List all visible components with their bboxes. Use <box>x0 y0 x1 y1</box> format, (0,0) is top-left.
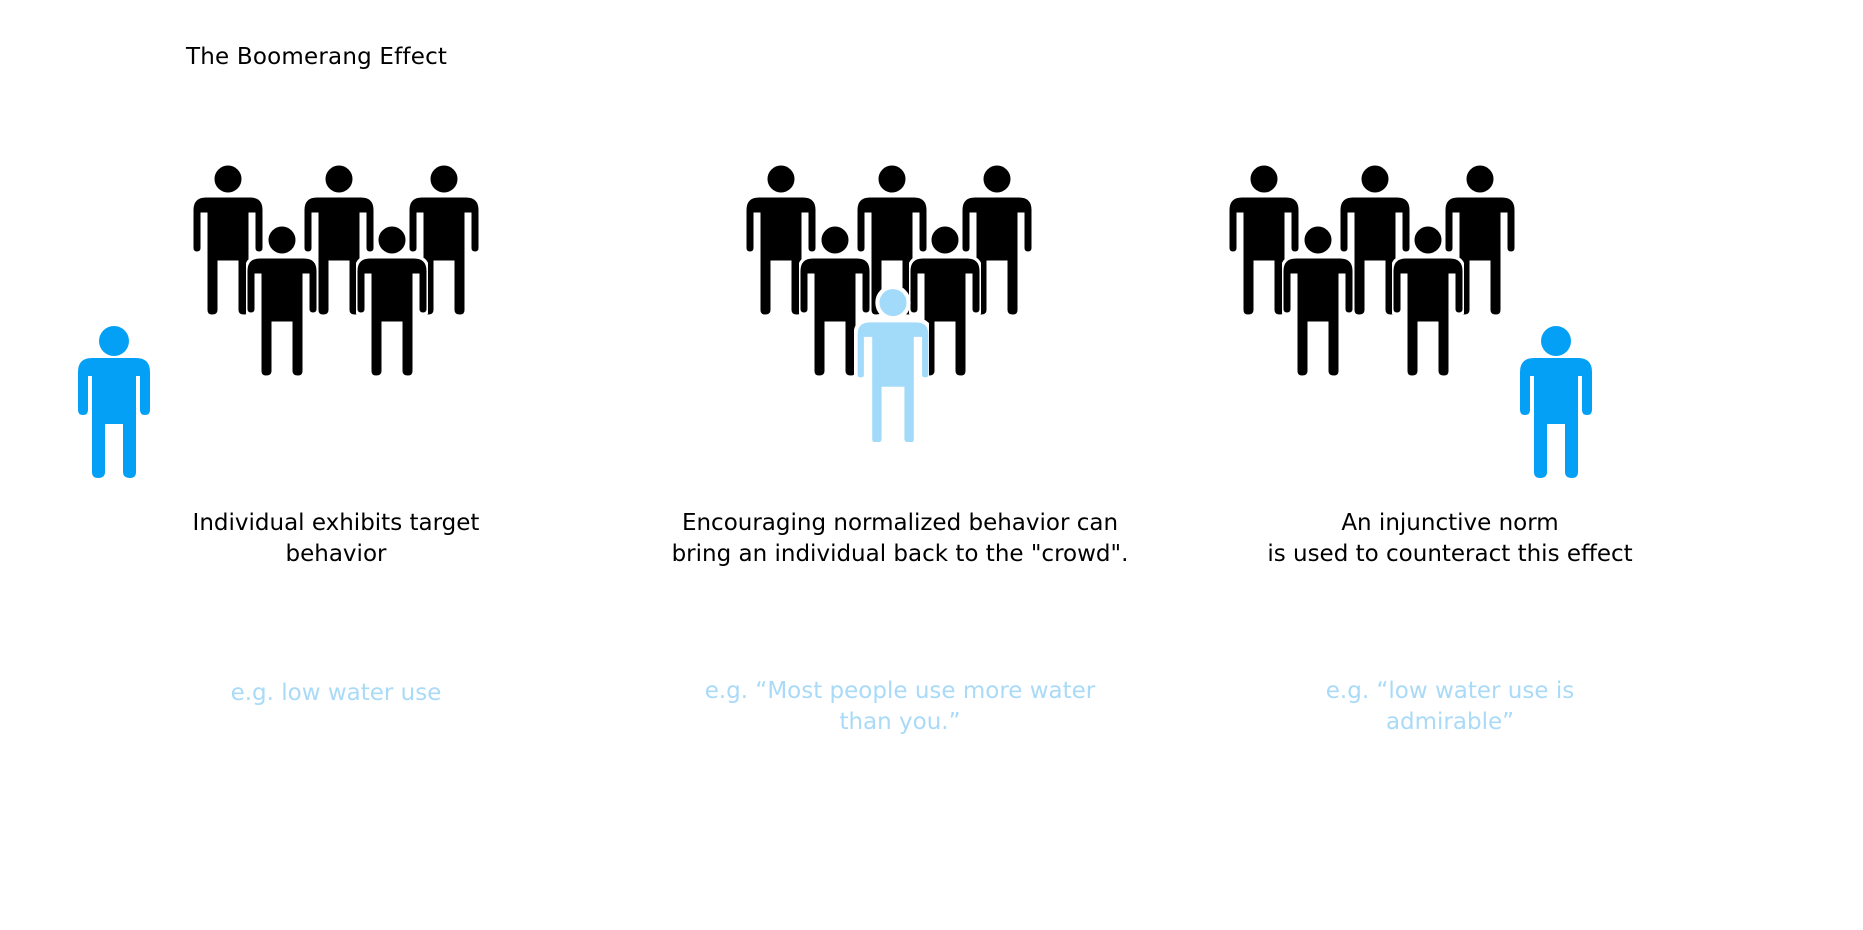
panel-1-example: e.g. low water use <box>186 678 486 709</box>
panel-2-example-line-2: than you.” <box>839 709 961 735</box>
individual-person-icon <box>1520 326 1592 478</box>
panel-3-caption: An injunctive norm is used to counteract… <box>1200 508 1700 570</box>
crowd-person-icon <box>1228 164 1516 376</box>
panel-1-example-line-1: e.g. low water use <box>230 680 442 706</box>
panel-1-caption-line-2: behavior <box>285 541 387 567</box>
crowd-person-icon <box>192 164 480 376</box>
panel-2-caption: Encouraging normalized behavior can brin… <box>640 508 1160 570</box>
panel-2-caption-line-2: bring an individual back to the "crowd". <box>671 541 1129 567</box>
panel-1-caption-line-1: Individual exhibits target <box>192 510 480 536</box>
panel-3-example-line-1: e.g. “low water use is <box>1325 678 1575 704</box>
panel-2-caption-line-1: Encouraging normalized behavior can <box>681 510 1119 536</box>
individual-person-icon <box>78 326 150 478</box>
diagram-title: The Boomerang Effect <box>186 44 448 70</box>
panel-3-example-line-2: admirable” <box>1385 709 1515 735</box>
crowd-icon <box>192 164 480 376</box>
crowd-icon <box>1228 164 1516 376</box>
panel-2-example: e.g. “Most people use more water than yo… <box>640 676 1160 738</box>
panel-3-example: e.g. “low water use is admirable” <box>1200 676 1700 738</box>
panel-3-caption-line-1: An injunctive norm <box>1341 510 1559 536</box>
panel-1-caption: Individual exhibits target behavior <box>186 508 486 570</box>
panel-2-example-line-1: e.g. “Most people use more water <box>704 678 1096 704</box>
individual-person-icon <box>851 284 929 442</box>
panel-3-caption-line-2: is used to counteract this effect <box>1267 541 1633 567</box>
